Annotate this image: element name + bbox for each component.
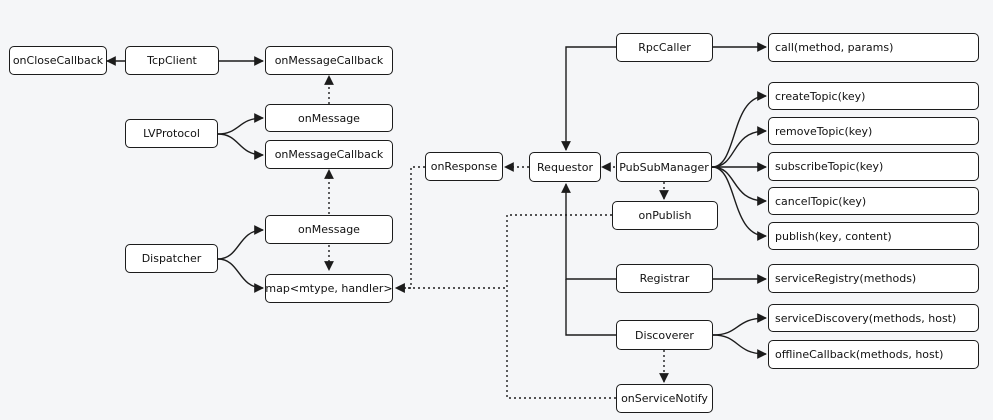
node-tcpclient: TcpClient [125,46,219,75]
edge-discoverer-requestor [565,279,616,336]
edge-pubsub-createtopic [711,91,767,168]
edge-onservicenotify-map [506,288,616,399]
edge-dispatcher-branch-down [217,258,264,293]
node-pubsubmanager: PubSubManager [616,152,712,182]
node-servicediscovery: serviceDiscovery(methods, host) [768,304,979,332]
node-onmessage-top: onMessage [265,104,393,132]
edge-onresponse-map [395,166,425,293]
node-onclosecallback: onCloseCallback [9,46,107,75]
edge-registrar-requestor [561,183,616,280]
node-createtopic: createTopic(key) [768,82,979,110]
node-discoverer: Discoverer [616,320,713,350]
edge-onpublish-map [395,214,612,293]
node-registrar: Registrar [616,264,713,293]
edge-lvprotocol-branch-up [217,113,264,135]
node-requestor: Requestor [529,152,601,182]
node-lvprotocol: LVProtocol [125,119,218,148]
node-publish: publish(key, content) [768,222,979,250]
edge-dispatcher-branch-up [217,225,264,260]
node-offlinecallback: offlineCallback(methods, host) [768,340,979,369]
node-dispatcher: Dispatcher [125,244,218,273]
node-rpccaller: RpcCaller [616,33,713,62]
edge-pubsub-canceltopic [711,166,767,206]
node-onresponse: onResponse [425,152,503,181]
node-onpublish: onPublish [612,201,718,230]
node-canceltopic: cancelTopic(key) [768,187,979,215]
node-map-mtype-handler: map<mtype, handler> [265,274,393,303]
node-onmessagecallback-top: onMessageCallback [265,46,393,75]
edge-discoverer-offlinecallback [712,334,767,359]
node-onservicenotify: onServiceNotify [616,384,713,413]
node-onmessagecallback-mid: onMessageCallback [265,140,393,169]
node-serviceregistry: serviceRegistry(methods) [768,264,979,293]
edge-discoverer-servicediscovery [712,313,767,336]
edge-pubsub-publish [711,166,767,241]
edge-pubsub-removetopic [711,126,767,168]
node-subscribetopic: subscribeTopic(key) [768,152,979,181]
node-removetopic: removeTopic(key) [768,117,979,145]
edge-rpccaller-requestor [561,46,616,151]
node-onmessage-bottom: onMessage [265,215,393,244]
node-call: call(method, params) [768,33,979,62]
edge-lvprotocol-branch-down [217,133,264,160]
